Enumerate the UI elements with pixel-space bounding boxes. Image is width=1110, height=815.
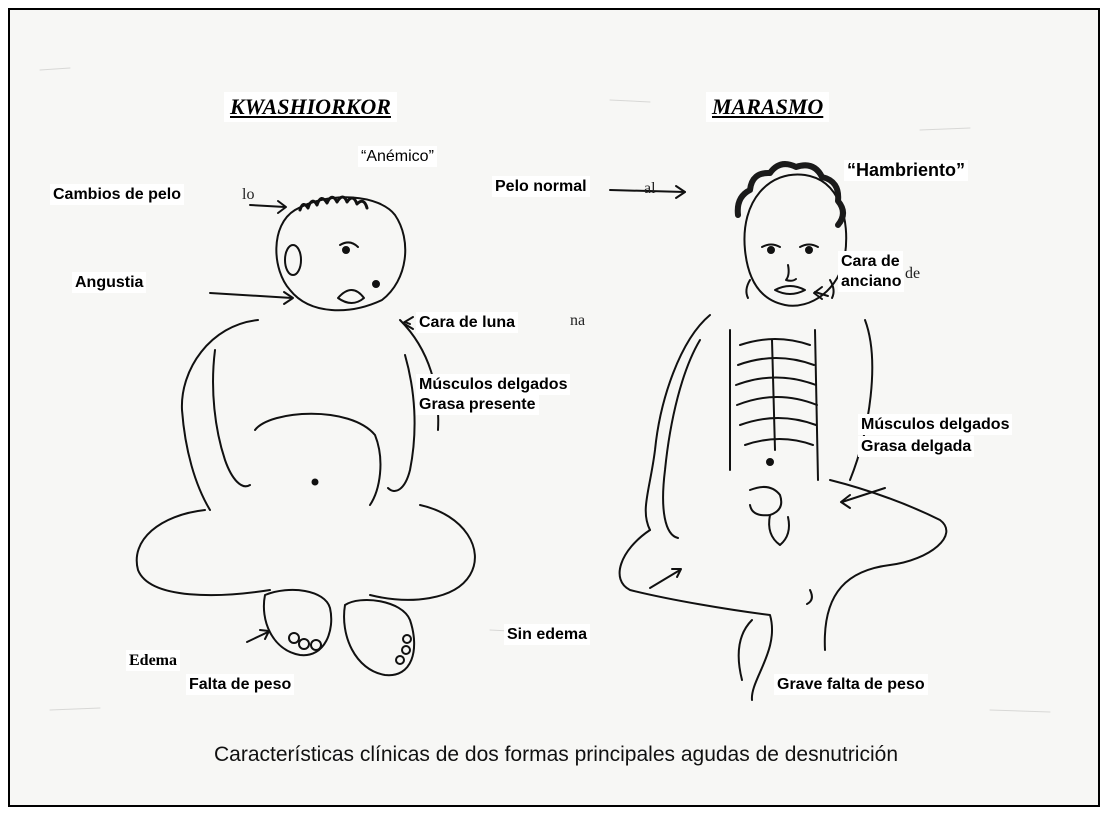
label-anemico: “Anémico” <box>358 146 437 167</box>
diagram-frame: lo al na de KWASHIORKOR MARASMO “Anémico… <box>8 8 1100 807</box>
ghost-text: na <box>570 312 585 330</box>
label-pelo-normal: Pelo normal <box>492 176 590 197</box>
heading-marasmo: MARASMO <box>706 92 829 122</box>
label-grave-falta-de-peso: Grave falta de peso <box>774 674 928 695</box>
label-sin-edema: Sin edema <box>504 624 590 645</box>
label-angustia: Angustia <box>72 272 146 293</box>
label-musculos-delgados-1: Músculos delgados <box>416 374 570 395</box>
label-cara-de: Cara de <box>838 251 903 272</box>
label-musculos-delgados-2: Músculos delgados <box>858 414 1012 435</box>
label-falta-de-peso: Falta de peso <box>186 674 294 695</box>
heading-kwashiorkor: KWASHIORKOR <box>224 92 397 122</box>
label-anciano: anciano <box>838 271 904 292</box>
label-cambios-de-pelo: Cambios de pelo <box>50 184 184 205</box>
label-grasa-delgada: Grasa delgada <box>858 436 974 457</box>
label-hambriento: “Hambriento” <box>844 160 968 181</box>
label-edema: Edema <box>126 650 180 671</box>
label-grasa-presente: Grasa presente <box>416 394 539 415</box>
ghost-text: lo <box>242 186 254 204</box>
ghost-text: al <box>644 180 656 198</box>
ghost-text: de <box>905 265 920 283</box>
kwashiorkor-child-drawing <box>137 197 475 675</box>
figure-caption: Características clínicas de dos formas p… <box>10 743 1100 767</box>
illustration <box>10 10 1100 807</box>
label-cara-de-luna: Cara de luna <box>416 312 518 333</box>
